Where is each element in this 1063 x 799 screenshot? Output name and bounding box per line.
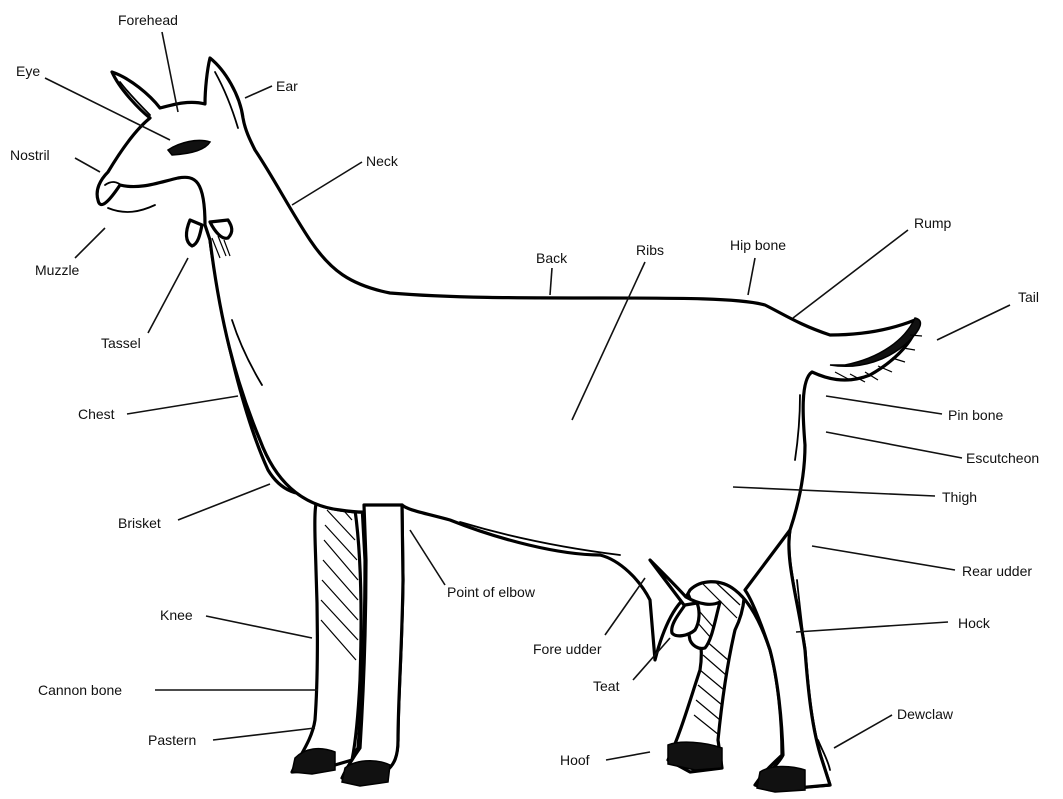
leader-dewclaw: [834, 715, 892, 748]
leader-teat: [633, 638, 670, 680]
leader-rump: [793, 230, 908, 318]
mouth-line: [108, 205, 155, 212]
label-hoof: Hoof: [560, 752, 590, 768]
label-muzzle: Muzzle: [35, 262, 80, 278]
leader-hip-bone: [748, 258, 755, 295]
label-tassel: Tassel: [101, 335, 141, 351]
leader-nostril: [75, 158, 100, 172]
label-ear: Ear: [276, 78, 298, 94]
leader-brisket: [178, 484, 270, 520]
label-thigh: Thigh: [942, 489, 977, 505]
leader-tail: [937, 305, 1010, 340]
goat-drawing: [97, 58, 922, 792]
leader-hock: [796, 622, 948, 632]
label-escutcheon: Escutcheon: [966, 450, 1039, 466]
leader-rear-udder: [812, 546, 955, 570]
leader-forehead: [162, 32, 178, 112]
label-cannon-bone: Cannon bone: [38, 682, 122, 698]
leader-pin-bone: [826, 396, 942, 414]
label-eye: Eye: [16, 63, 40, 79]
leader-tassel: [148, 258, 188, 333]
leader-chest: [127, 396, 238, 414]
label-teat: Teat: [593, 678, 620, 694]
leader-neck: [292, 162, 362, 205]
label-ribs: Ribs: [636, 242, 664, 258]
label-brisket: Brisket: [118, 515, 161, 531]
label-pin-bone: Pin bone: [948, 407, 1003, 423]
near-hind-hoof: [757, 766, 805, 792]
leader-fore-udder: [605, 578, 645, 635]
label-hock: Hock: [958, 615, 991, 631]
label-knee: Knee: [160, 607, 193, 623]
far-front-hoof: [292, 749, 335, 774]
label-nostril: Nostril: [10, 147, 50, 163]
leader-muzzle: [75, 228, 105, 258]
label-rump: Rump: [914, 215, 952, 231]
label-point-of-elbow: Point of elbow: [447, 584, 536, 600]
leader-back: [550, 268, 552, 295]
leader-escutcheon: [826, 432, 962, 458]
label-pastern: Pastern: [148, 732, 196, 748]
leader-pastern: [213, 728, 315, 740]
label-rear-udder: Rear udder: [962, 563, 1032, 579]
label-chest: Chest: [78, 406, 115, 422]
label-forehead: Forehead: [118, 12, 178, 28]
leader-point-of-elbow: [410, 530, 445, 585]
leader-hoof: [606, 752, 650, 760]
label-hip-bone: Hip bone: [730, 237, 786, 253]
label-fore-udder: Fore udder: [533, 641, 602, 657]
far-hind-hoof: [668, 742, 722, 770]
leader-ear: [245, 86, 272, 98]
label-neck: Neck: [366, 153, 399, 169]
tassel-drawing: [186, 220, 202, 246]
label-back: Back: [536, 250, 568, 266]
label-tail: Tail: [1018, 289, 1039, 305]
label-dewclaw: Dewclaw: [897, 706, 954, 722]
leader-knee: [206, 616, 312, 638]
near-front-hoof: [342, 761, 390, 786]
